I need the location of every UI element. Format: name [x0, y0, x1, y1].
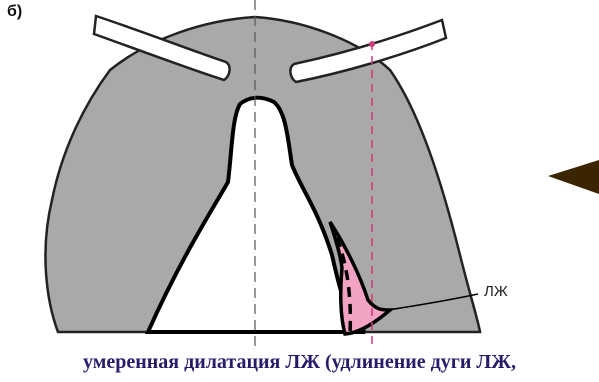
- chest-xray-schematic: [0, 0, 599, 350]
- panel-label: б): [7, 4, 22, 20]
- caption: умеренная дилатация ЛЖ (удлинение дуги Л…: [0, 352, 599, 372]
- lv-label: ЛЖ: [484, 284, 508, 299]
- pointer-triangle-icon: [548, 160, 599, 194]
- pink-reference-point: [369, 41, 375, 47]
